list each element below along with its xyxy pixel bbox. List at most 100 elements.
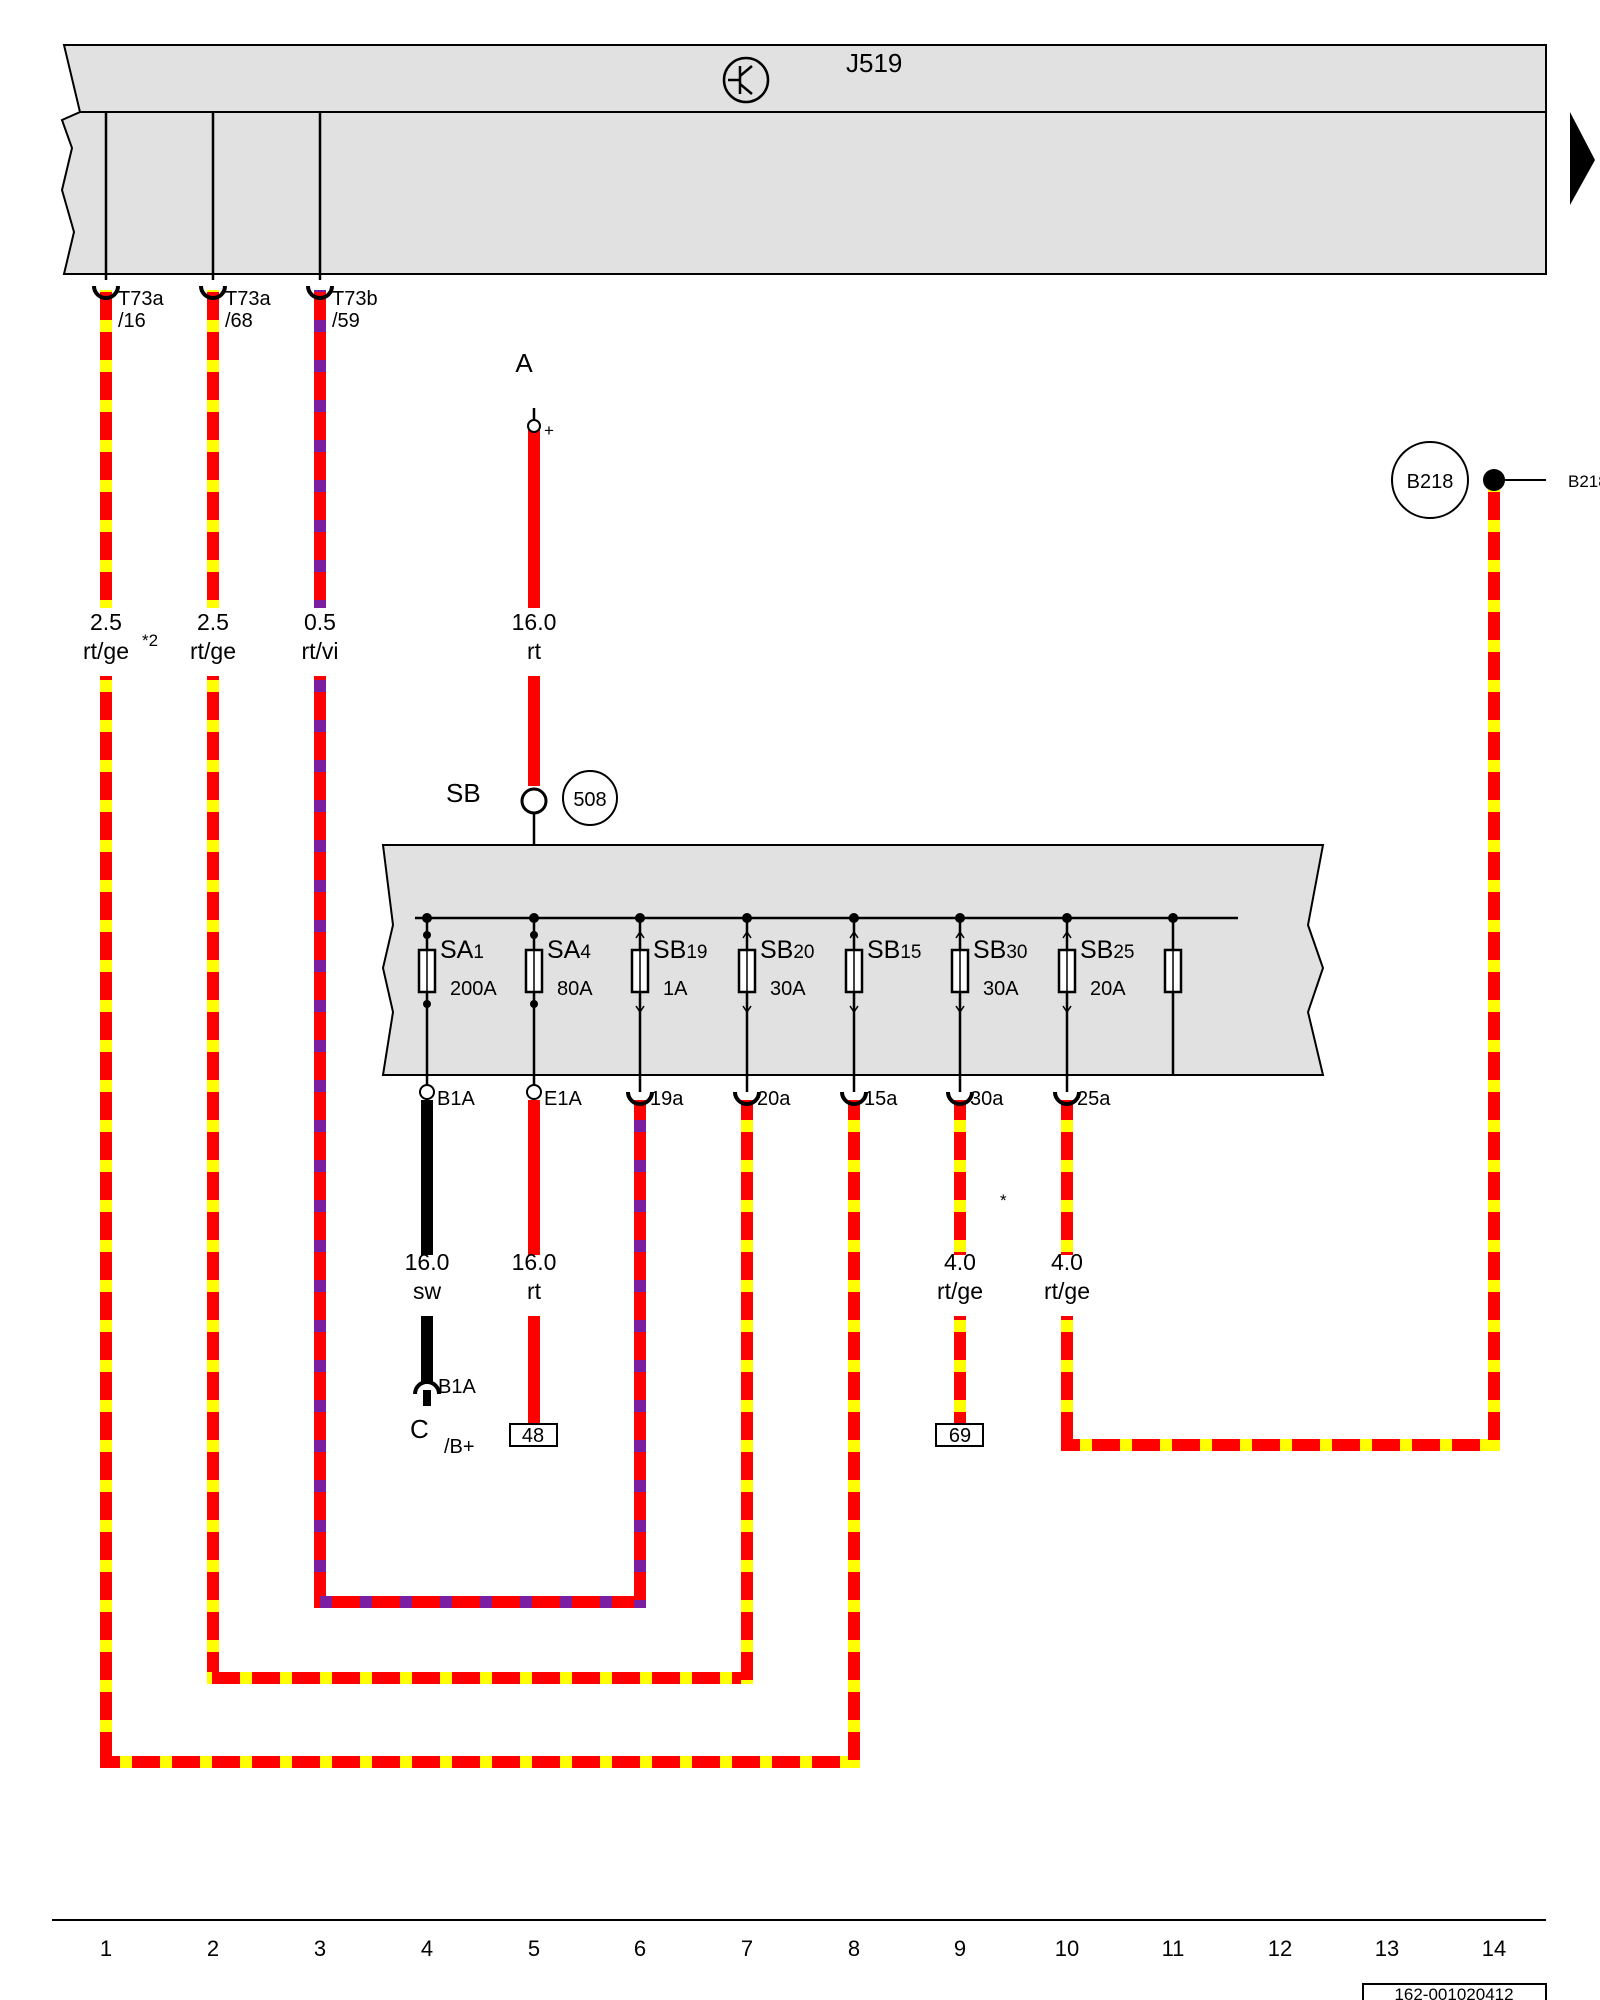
connector-pin-label: /68 [225, 310, 253, 332]
connector-pin-label: /16 [118, 310, 146, 332]
footer-code-label: 162-001020412 [1394, 1985, 1513, 2000]
wire-size-label: 2.5 [90, 609, 122, 635]
fuse-rating: 30A [983, 978, 1019, 1000]
fuse-rating: 200A [450, 978, 497, 1000]
ground-label: B218 [1407, 471, 1454, 493]
fuse-name: SB30 [973, 936, 1028, 964]
cross-ref-69: 69 [935, 1423, 984, 1447]
wire-segment [314, 1596, 646, 1608]
wire-segment [1061, 1316, 1073, 1451]
fuse-spare [1163, 913, 1183, 1075]
column-number: 10 [1055, 1936, 1079, 1961]
connector-c-pin: B1A [438, 1376, 476, 1398]
fuse-terminal-label: 15a [864, 1088, 898, 1110]
column-number: 7 [741, 1936, 753, 1961]
fuse-name: SB15 [867, 936, 922, 964]
wire-segment [1488, 482, 1500, 1451]
wire-segment [421, 1316, 433, 1382]
wire-segment [314, 290, 326, 608]
column-number: 13 [1375, 1936, 1399, 1961]
wire-segment [848, 1100, 860, 1768]
fuse-terminal-label: 25a [1077, 1088, 1111, 1110]
connector-pin-label: /59 [332, 310, 360, 332]
cross-ref-label: 48 [522, 1425, 544, 1447]
connector-c-suffix: /B+ [444, 1436, 475, 1458]
fuse-terminal-label: E1A [544, 1088, 582, 1110]
wire-segment [741, 1100, 753, 1684]
wire-segment [100, 290, 112, 608]
j519-internal-pins [104, 112, 322, 280]
fuse-holder-ref: 508 [573, 789, 606, 811]
fuse-terminal-label: B1A [437, 1088, 475, 1110]
terminal-a-label: A [515, 348, 533, 378]
wire-segment [954, 1100, 966, 1255]
wire-note: *2 [142, 631, 158, 650]
connector-t73a-68: T73a /68 [199, 285, 271, 332]
ground-side-label: B218 [1568, 472, 1600, 491]
wire-color-label: rt/ge [83, 638, 129, 664]
fuse-sb30: SB30 30A 30a [946, 913, 1028, 1110]
wire-color-label: rt/ge [1044, 1278, 1090, 1304]
wire-color-label: rt [527, 1278, 542, 1304]
terminal-a: A + [515, 348, 554, 440]
top-connectors: T73a /16 T73a /68 T73b /59 [92, 285, 378, 332]
fuse-rating: 20A [1090, 978, 1126, 1000]
transistor-symbol-icon [722, 56, 770, 104]
cross-ref-48: 48 [509, 1423, 558, 1447]
wire-segment [100, 676, 112, 1768]
wire-color-label: rt/ge [190, 638, 236, 664]
fuse-sb15: SB15 15a [840, 913, 922, 1110]
connector-label: T73b [332, 288, 378, 310]
wire-segment [207, 1672, 753, 1684]
column-number: 4 [421, 1936, 433, 1961]
column-number: 1 [100, 1936, 112, 1961]
wire-segment [528, 430, 540, 608]
column-number: 8 [848, 1936, 860, 1961]
plus-sign: + [544, 421, 554, 440]
fuse-terminal-label: 30a [970, 1088, 1004, 1110]
wire-segment [314, 676, 326, 1608]
wire-segment [528, 676, 540, 786]
control-unit-j519: J519 [60, 44, 1547, 275]
wire-segment [207, 290, 219, 608]
wire-segment [100, 1756, 860, 1768]
wire-color-label: rt/ge [937, 1278, 983, 1304]
column-number: 11 [1162, 1936, 1185, 1961]
connector-c: B1A C /B+ [410, 1376, 476, 1458]
fuse-terminal-label: 19a [650, 1088, 684, 1110]
asterisk-note: * [1000, 1191, 1007, 1210]
wire-segment [207, 676, 219, 1684]
column-number: 2 [207, 1936, 219, 1961]
column-number: 6 [634, 1936, 646, 1961]
connector-t73a-16: T73a /16 [92, 285, 164, 332]
connector-label: T73a [225, 288, 271, 310]
wire-size-label: 16.0 [405, 1249, 450, 1275]
wire-segment [421, 1100, 433, 1255]
connector-t73b-59: T73b /59 [306, 285, 378, 332]
wire-size-label: 16.0 [512, 1249, 557, 1275]
footer-code: 162-001020412 [1362, 1983, 1547, 2000]
fuse-rating: 30A [770, 978, 806, 1000]
continue-arrow-icon [1570, 112, 1595, 205]
wire-segment [528, 1100, 540, 1255]
column-number: 3 [314, 1936, 326, 1961]
column-number: 9 [954, 1936, 966, 1961]
wire-segment [528, 1316, 540, 1424]
cross-ref-label: 69 [949, 1425, 971, 1447]
wire-size-label: 4.0 [1051, 1249, 1083, 1275]
column-number: 12 [1268, 1936, 1292, 1961]
fuse-rating: 80A [557, 978, 593, 1000]
wire-segment [634, 1100, 646, 1608]
connector-c-letter: C [410, 1414, 429, 1444]
wire-size-label: 16.0 [512, 609, 557, 635]
wire-labels: 2.5 rt/ge *2 2.5 rt/ge 0.5 rt/vi 16.0 rt… [83, 609, 1090, 1304]
wires [100, 290, 1500, 1768]
wire-color-label: rt/vi [301, 638, 338, 664]
wire-size-label: 2.5 [197, 609, 229, 635]
fuse-holder-label: SB [446, 778, 481, 808]
